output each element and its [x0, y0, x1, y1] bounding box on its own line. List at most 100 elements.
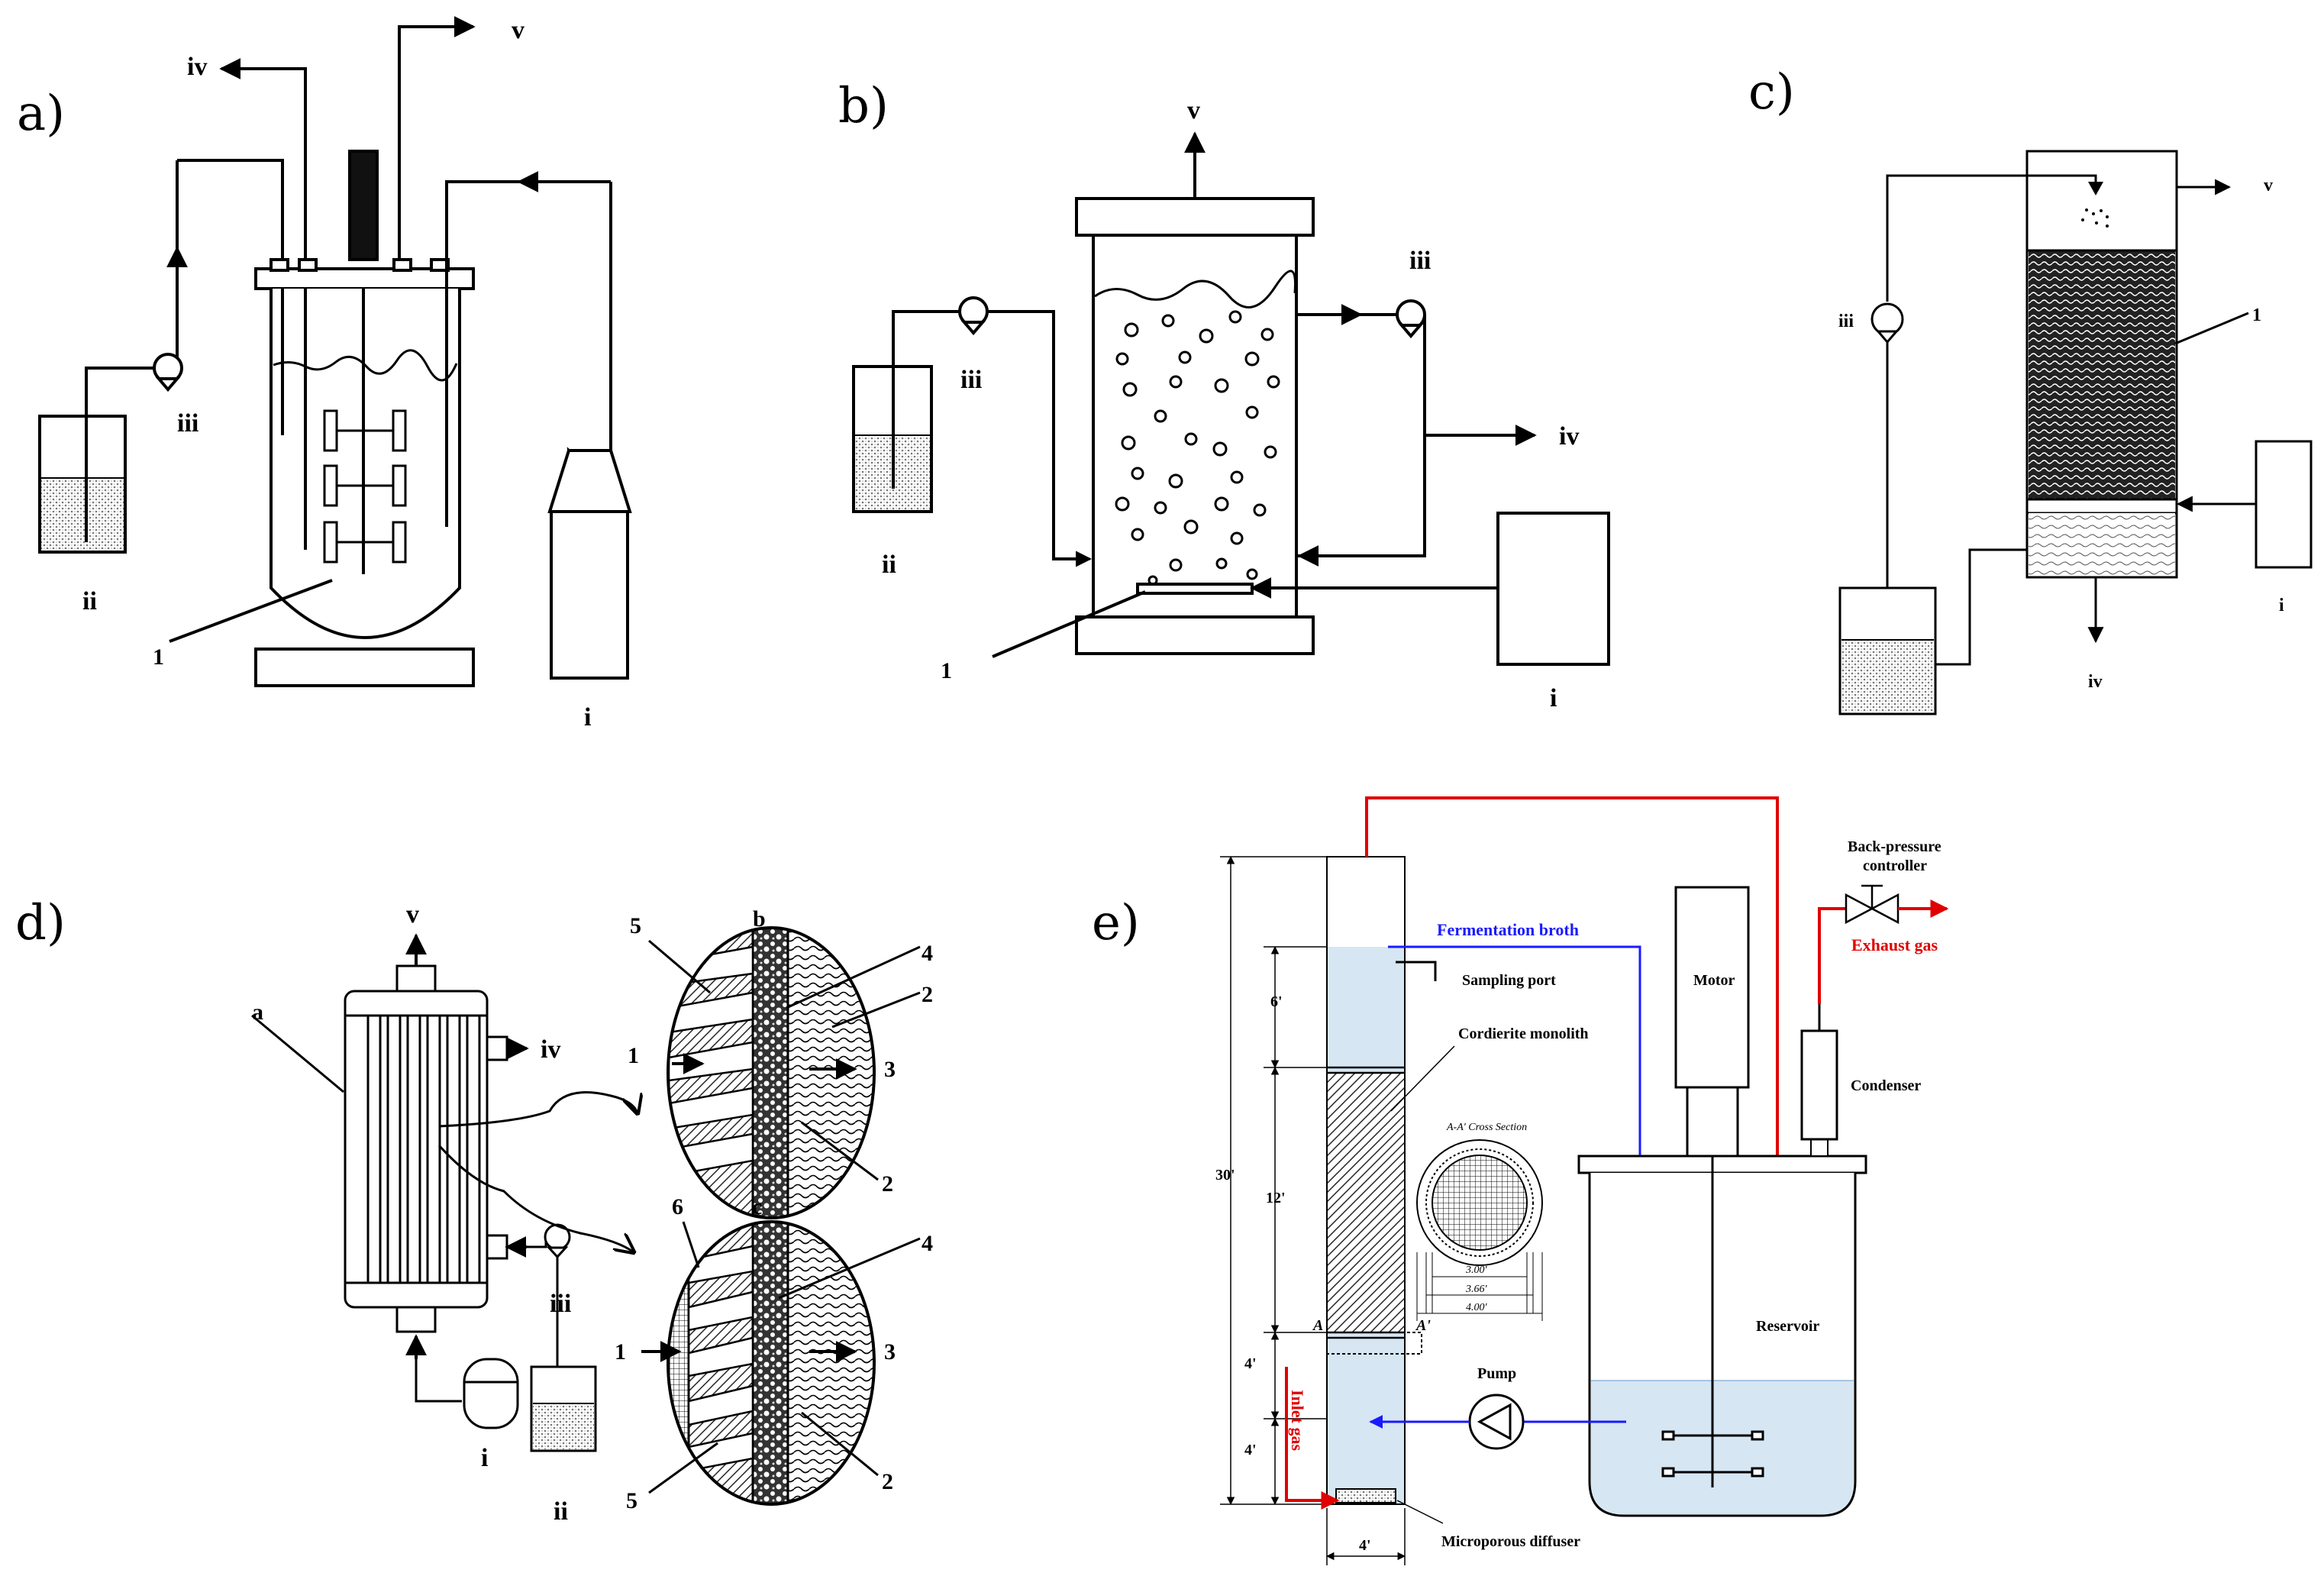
label-d-a: a	[252, 1000, 263, 1025]
zoom-detail-bottom	[667, 1220, 876, 1506]
port-1	[270, 258, 289, 272]
broth-line	[1388, 945, 1647, 1231]
label-reservoir: Reservoir	[1756, 1318, 1819, 1335]
dim-d3: 4.00'	[1466, 1302, 1488, 1313]
label-d-bot-4: 4	[922, 1231, 933, 1256]
label-cross-section: A-A' Cross Section	[1446, 1122, 1527, 1133]
label-d-i: i	[481, 1444, 488, 1472]
panel-c-label: c)	[1748, 64, 1795, 121]
panel-d: d) v iv a i iii	[15, 895, 933, 1526]
label-d-top-2a: 2	[922, 982, 933, 1007]
column-bottom-cap	[1075, 615, 1315, 655]
label-a-ii: ii	[82, 587, 97, 615]
bubble-column	[1092, 234, 1298, 618]
dim-seg4: 4'	[1244, 1442, 1257, 1458]
label-d-bot-2: 2	[882, 1469, 893, 1494]
gas-cylinder-i	[550, 510, 629, 680]
feed-bottle-ii	[38, 415, 127, 554]
outlet-iv-line	[219, 58, 307, 263]
label-d-c: c	[752, 1194, 762, 1219]
label-inlet-gas: Inlet gas	[1288, 1390, 1307, 1452]
panel-b-label: b)	[838, 78, 889, 134]
panel-c: c) v iii 1 iv i	[1748, 64, 2313, 715]
label-d-bot-5: 5	[626, 1488, 637, 1513]
label-b-ii: ii	[882, 551, 896, 579]
cross-section-view	[1416, 1139, 1543, 1321]
gas-recycle-line	[1365, 796, 1787, 1190]
label-cordierite-monolith: Cordierite monolith	[1458, 1025, 1589, 1042]
pump-iii	[1870, 302, 1904, 336]
label-condenser: Condenser	[1851, 1077, 1921, 1094]
cordierite-monolith	[1328, 1073, 1404, 1332]
label-d-top-3: 3	[884, 1057, 896, 1082]
label-d-bot-6: 6	[672, 1194, 683, 1219]
label-d-top-5: 5	[630, 913, 641, 938]
panel-e-label: e)	[1092, 895, 1140, 951]
dim-seg3: 4'	[1244, 1355, 1257, 1372]
panel-b: b) v 1	[838, 78, 1610, 712]
dim-seg2: 12'	[1266, 1190, 1286, 1206]
label-c-1: 1	[2252, 305, 2261, 325]
impellers	[1661, 1430, 1764, 1478]
dim-seg1: 6'	[1270, 993, 1283, 1010]
label-back-pressure-1: Back-pressure	[1848, 838, 1942, 855]
label-d-iv: iv	[541, 1035, 560, 1064]
label-exhaust-gas: Exhaust gas	[1851, 935, 1938, 954]
leader-1	[169, 579, 333, 643]
label-fermentation-broth: Fermentation broth	[1437, 920, 1579, 939]
panel-a-label: a)	[17, 86, 65, 142]
label-a-right: A'	[1415, 1317, 1431, 1334]
label-c-v: v	[2264, 176, 2273, 195]
panel-d-label: d)	[15, 895, 66, 951]
gas-source-i	[2255, 440, 2313, 569]
label-microporous-diffuser: Microporous diffuser	[1441, 1533, 1580, 1550]
impellers	[323, 409, 407, 564]
label-d-top-1: 1	[628, 1043, 639, 1068]
hollow-fibers	[366, 1014, 481, 1284]
gas-cylinder-top	[547, 449, 632, 513]
label-b-iii-right: iii	[1409, 247, 1431, 275]
feed-tube	[85, 367, 159, 542]
gas-bubbles	[1115, 310, 1280, 586]
dim-total: 30'	[1215, 1167, 1235, 1184]
reservoir-lid	[1577, 1155, 1867, 1174]
label-c-i: i	[2279, 596, 2284, 615]
zoom-detail-top	[667, 926, 876, 1219]
dimension-lines	[1220, 855, 1406, 1565]
label-a-iv: iv	[187, 53, 207, 81]
gas-source-i	[463, 1358, 519, 1429]
dim-d2: 3.66'	[1465, 1284, 1488, 1295]
outlet-v-line	[398, 16, 476, 263]
label-b-iv: iv	[1559, 422, 1579, 451]
label-d-bot-3: 3	[884, 1339, 896, 1365]
column-top-cap	[1075, 197, 1315, 237]
label-back-pressure-2: controller	[1863, 857, 1927, 874]
label-d-iii: iii	[550, 1290, 571, 1318]
label-d-bot-1: 1	[615, 1339, 626, 1365]
label-a-v: v	[512, 16, 525, 44]
motor	[348, 150, 379, 261]
sparger-1	[1136, 583, 1254, 595]
label-d-b: b	[753, 906, 766, 932]
label-d-top-4: 4	[922, 941, 933, 966]
label-motor: Motor	[1693, 972, 1735, 989]
label-b-1: 1	[941, 658, 952, 683]
inlet-gas-line	[1285, 1367, 1340, 1510]
label-d-top-2b: 2	[882, 1171, 893, 1197]
label-b-v: v	[1187, 96, 1200, 124]
reactor-base	[254, 648, 475, 687]
panel-a: a) iv v	[17, 16, 632, 732]
label-d-v: v	[406, 900, 419, 929]
label-c-iii: iii	[1838, 312, 1854, 331]
label-a-i: i	[584, 703, 591, 732]
port-3	[392, 258, 412, 272]
dim-d1: 3.00'	[1465, 1264, 1488, 1276]
reactor-vessel	[270, 289, 461, 639]
feed-inlet-tube	[177, 159, 284, 435]
gas-source-i	[1496, 512, 1610, 666]
label-pump: Pump	[1477, 1365, 1516, 1382]
label-b-iii-left: iii	[960, 366, 982, 394]
label-a-1: 1	[153, 644, 164, 670]
reactor-lid	[254, 267, 475, 290]
